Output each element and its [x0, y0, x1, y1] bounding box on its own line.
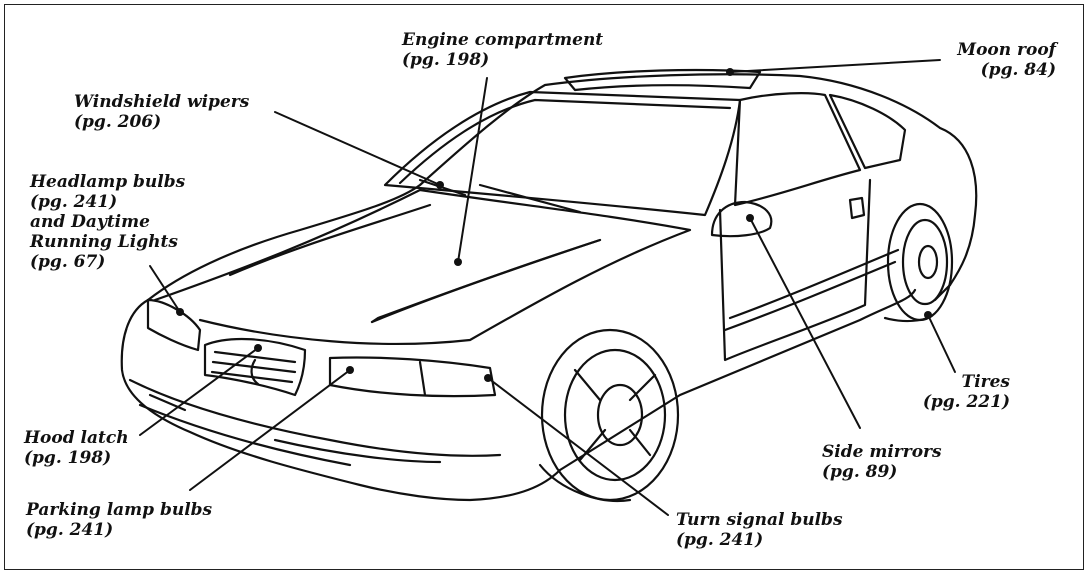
leader-dots	[176, 68, 932, 382]
callout-moon-roof: Moon roof (pg. 84)	[957, 40, 1056, 80]
callout-line: (pg. 67)	[30, 252, 106, 272]
callout-name: Moon roof	[957, 40, 1056, 60]
grille	[203, 337, 307, 397]
callout-headlamp-bulbs: Headlamp bulbs (pg. 241) and Daytime Run…	[30, 172, 185, 272]
callout-name: Engine compartment	[402, 30, 604, 50]
front-bumper	[128, 378, 502, 467]
callout-name: Side mirrors	[822, 442, 942, 462]
callout-page: (pg. 206)	[74, 112, 162, 132]
callout-hood-latch: Hood latch (pg. 198)	[24, 428, 129, 468]
headlamps	[146, 298, 497, 398]
callout-page: (pg. 84)	[980, 60, 1056, 80]
front-wheel	[538, 328, 680, 502]
callout-page: (pg. 89)	[822, 462, 898, 482]
side-mirror	[710, 200, 773, 238]
callout-name: Tires	[961, 372, 1010, 392]
callout-line: Headlamp bulbs	[30, 172, 186, 192]
callout-name: Hood latch	[24, 428, 129, 448]
callout-page: (pg. 241)	[676, 530, 764, 550]
callout-engine-compartment: Engine compartment (pg. 198)	[402, 30, 603, 70]
callout-tires: Tires (pg. 221)	[923, 372, 1010, 412]
callout-page: (pg. 241)	[26, 520, 114, 540]
callout-page: (pg. 221)	[922, 392, 1010, 412]
leader-lines	[139, 59, 956, 516]
side-windows	[718, 92, 907, 362]
callout-turn-signal-bulbs: Turn signal bulbs (pg. 241)	[676, 510, 843, 550]
callout-side-mirrors: Side mirrors (pg. 89)	[822, 442, 942, 482]
callout-name: Parking lamp bulbs	[26, 500, 213, 520]
callout-line: and Daytime	[30, 212, 150, 232]
callout-line: (pg. 241)	[30, 192, 118, 212]
callout-parking-lamp-bulbs: Parking lamp bulbs (pg. 241)	[26, 500, 212, 540]
callout-name: Windshield wipers	[74, 92, 250, 112]
car-body-outline	[120, 73, 978, 502]
callout-page: (pg. 198)	[24, 448, 112, 468]
rear-wheel	[883, 202, 954, 323]
hood	[153, 188, 692, 345]
diagram-frame	[4, 4, 1084, 570]
callout-windshield-wipers: Windshield wipers (pg. 206)	[74, 92, 249, 132]
callout-page: (pg. 198)	[402, 50, 490, 70]
callout-line: Running Lights	[30, 232, 178, 252]
callout-name: Turn signal bulbs	[676, 510, 843, 530]
